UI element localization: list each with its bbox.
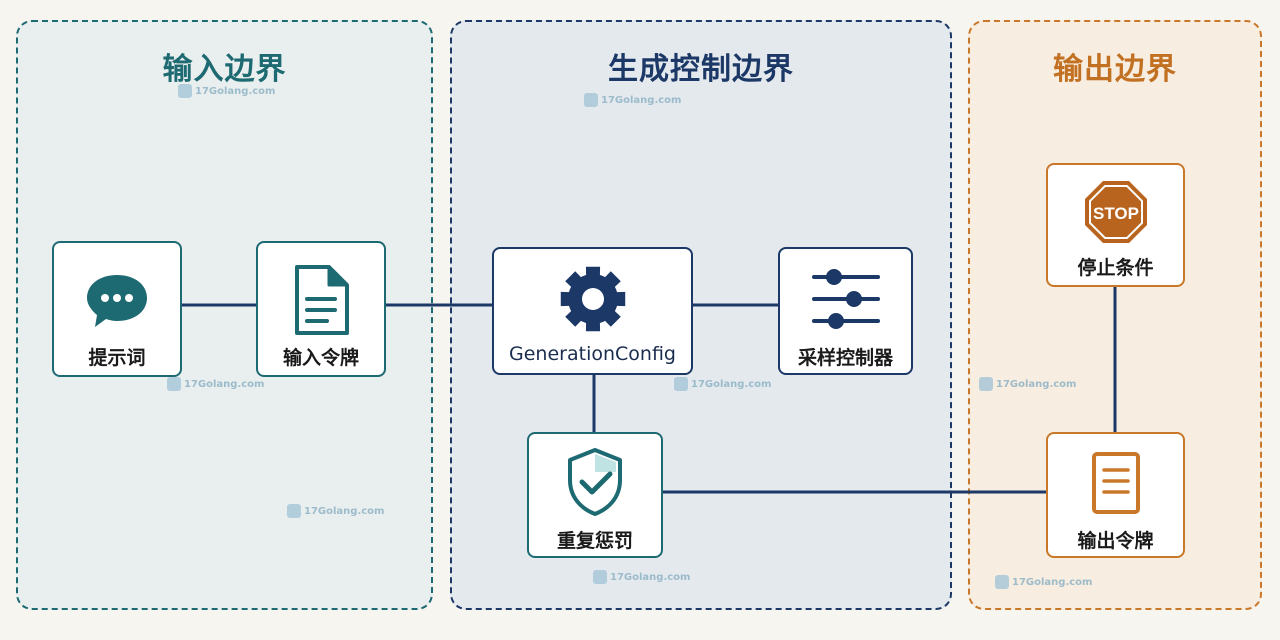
node-sampler-label: 采样控制器: [797, 347, 893, 369]
generation-control-boundary-title: 生成控制边界: [608, 52, 794, 87]
document-icon: [258, 263, 384, 341]
watermark: 17Golang.com: [167, 377, 264, 391]
node-input-tokens-label: 输入令牌: [282, 347, 359, 369]
watermark: 17Golang.com: [287, 504, 384, 518]
watermark: 17Golang.com: [995, 575, 1092, 589]
watermark: 17Golang.com: [593, 570, 690, 584]
node-generation-config: GenerationConfig: [492, 247, 693, 375]
node-sampler: 采样控制器: [778, 247, 913, 375]
node-repetition-penalty: 重复惩罚: [527, 432, 663, 558]
shield-check-icon: [529, 446, 661, 522]
gear-icon: [494, 263, 691, 339]
stop-sign-text: STOP: [1093, 204, 1139, 223]
stop-sign-icon: STOP: [1048, 179, 1183, 249]
output-boundary-title: 输出边界: [1053, 52, 1177, 87]
node-input-tokens: 输入令牌: [256, 241, 386, 377]
node-repetition-penalty-label: 重复惩罚: [556, 530, 633, 552]
watermark: 17Golang.com: [178, 84, 275, 98]
node-stop-condition: STOP 停止条件: [1046, 163, 1185, 287]
node-generation-config-label: GenerationConfig: [509, 343, 676, 365]
watermark: 17Golang.com: [584, 93, 681, 107]
input-boundary-title: 输入边界: [162, 52, 287, 87]
document-icon: [1048, 450, 1183, 520]
node-prompt: 提示词: [52, 241, 182, 377]
sliders-icon: [780, 267, 911, 335]
node-output-tokens-label: 输出令牌: [1077, 530, 1154, 552]
chat-bubble-icon: [54, 271, 180, 333]
node-prompt-label: 提示词: [88, 347, 146, 369]
watermark: 17Golang.com: [674, 377, 771, 391]
node-output-tokens: 输出令牌: [1046, 432, 1185, 558]
watermark: 17Golang.com: [979, 377, 1076, 391]
node-stop-condition-label: 停止条件: [1077, 257, 1154, 279]
